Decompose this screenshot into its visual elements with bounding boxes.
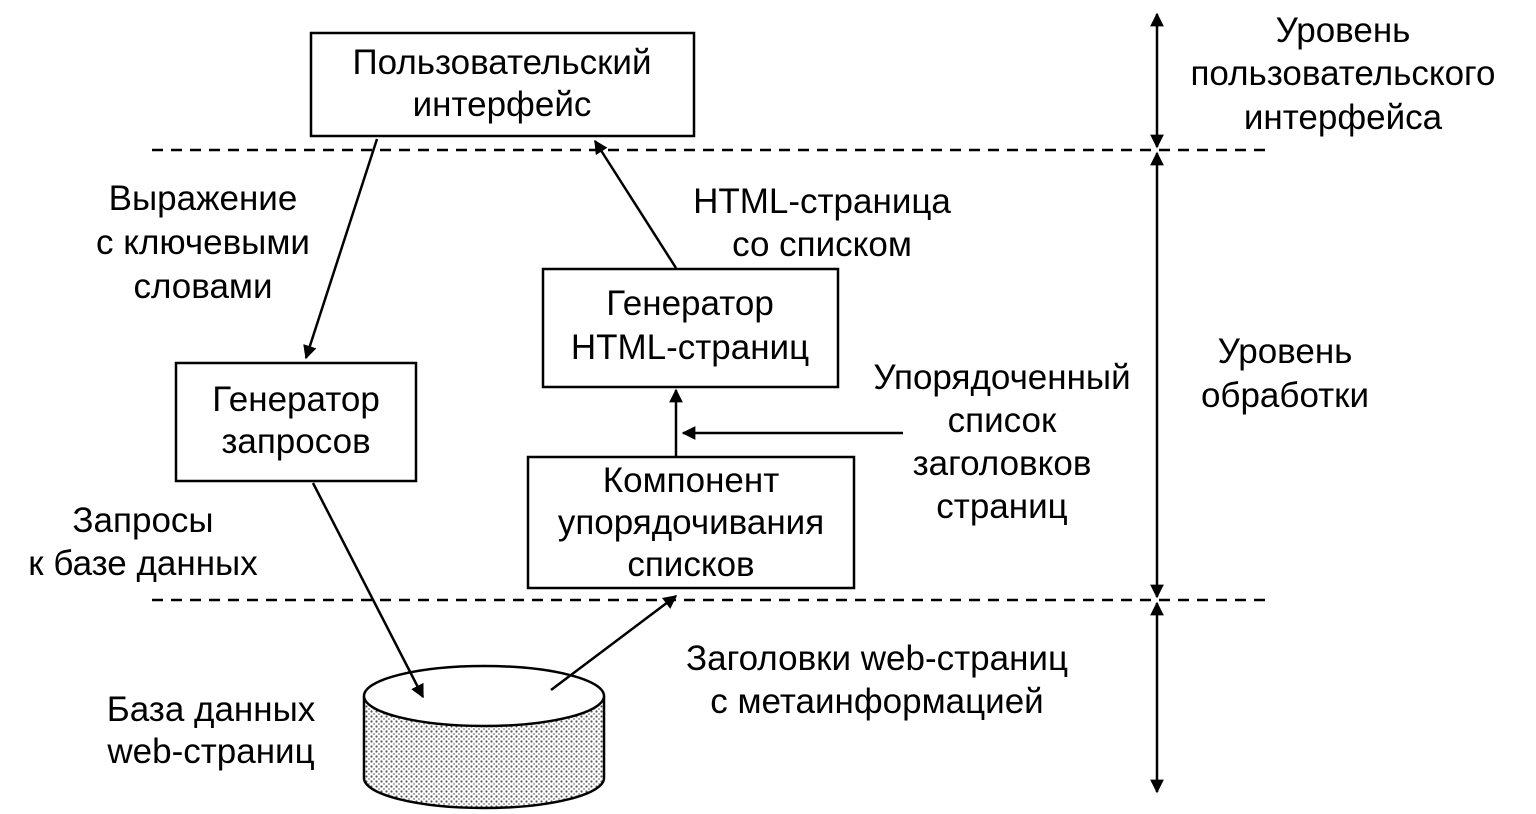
arrow-database-to-ordering <box>550 595 678 691</box>
ordering-component-label-line2: упорядочивания <box>558 503 824 542</box>
html-page-label-line1: HTML-страница <box>693 182 951 221</box>
query-generator-node: Генератор запросов <box>174 361 418 483</box>
database-label-line1: База данных <box>107 690 316 729</box>
processing-level-label-line1: Уровень <box>1218 332 1353 371</box>
user-interface-label-line1: Пользовательский <box>352 43 651 82</box>
html-generator-label-line1: Генератор <box>606 284 774 323</box>
html-page-label-line2: со списком <box>732 225 912 264</box>
ordering-component-label-line1: Компонент <box>603 461 780 500</box>
ui-level-label-line3: интерфейса <box>1244 98 1443 137</box>
keywords-label-line1: Выражение <box>109 179 298 218</box>
queries-label-line2: к базе данных <box>28 544 258 583</box>
user-interface-node: Пользовательский интерфейс <box>309 31 696 138</box>
ordered-list-label-line3: заголовков <box>913 444 1092 483</box>
html-generator-node: Генератор HTML-страниц <box>541 267 840 389</box>
arrow-ui-to-query-generator <box>303 138 379 360</box>
ordering-component-node: Компонент упорядочивания списков <box>526 455 856 590</box>
query-generator-label-line2: запросов <box>221 422 370 461</box>
keywords-label-line2: с ключевыми <box>96 223 310 262</box>
ui-level-label-line1: Уровень <box>1276 11 1411 50</box>
database-cylinder-top <box>362 664 606 728</box>
arrow-query-generator-to-database <box>311 482 425 699</box>
ordered-list-label-line4: страниц <box>936 487 1067 526</box>
queries-label-line1: Запросы <box>72 501 213 540</box>
ordered-list-label-line2: список <box>948 401 1057 440</box>
query-generator-label-line1: Генератор <box>212 380 380 419</box>
headers-label-line1: Заголовки web-страниц <box>686 639 1068 678</box>
headers-label-line2: с метаинформацией <box>710 682 1043 721</box>
arrow-html-generator-to-ui <box>593 139 678 269</box>
ordered-list-label-line1: Упорядоченный <box>873 358 1130 397</box>
processing-level-label-line2: обработки <box>1201 376 1369 415</box>
database-label-line2: web-страниц <box>106 732 314 771</box>
ui-level-label-line2: пользовательского <box>1190 54 1495 93</box>
user-interface-label-line2: интерфейс <box>413 85 592 124</box>
keywords-label-line3: словами <box>133 267 272 306</box>
database-node <box>362 664 606 810</box>
html-generator-label-line2: HTML-страниц <box>571 328 809 367</box>
database-cylinder-body <box>362 696 606 810</box>
ordering-component-label-line3: списков <box>627 545 754 584</box>
